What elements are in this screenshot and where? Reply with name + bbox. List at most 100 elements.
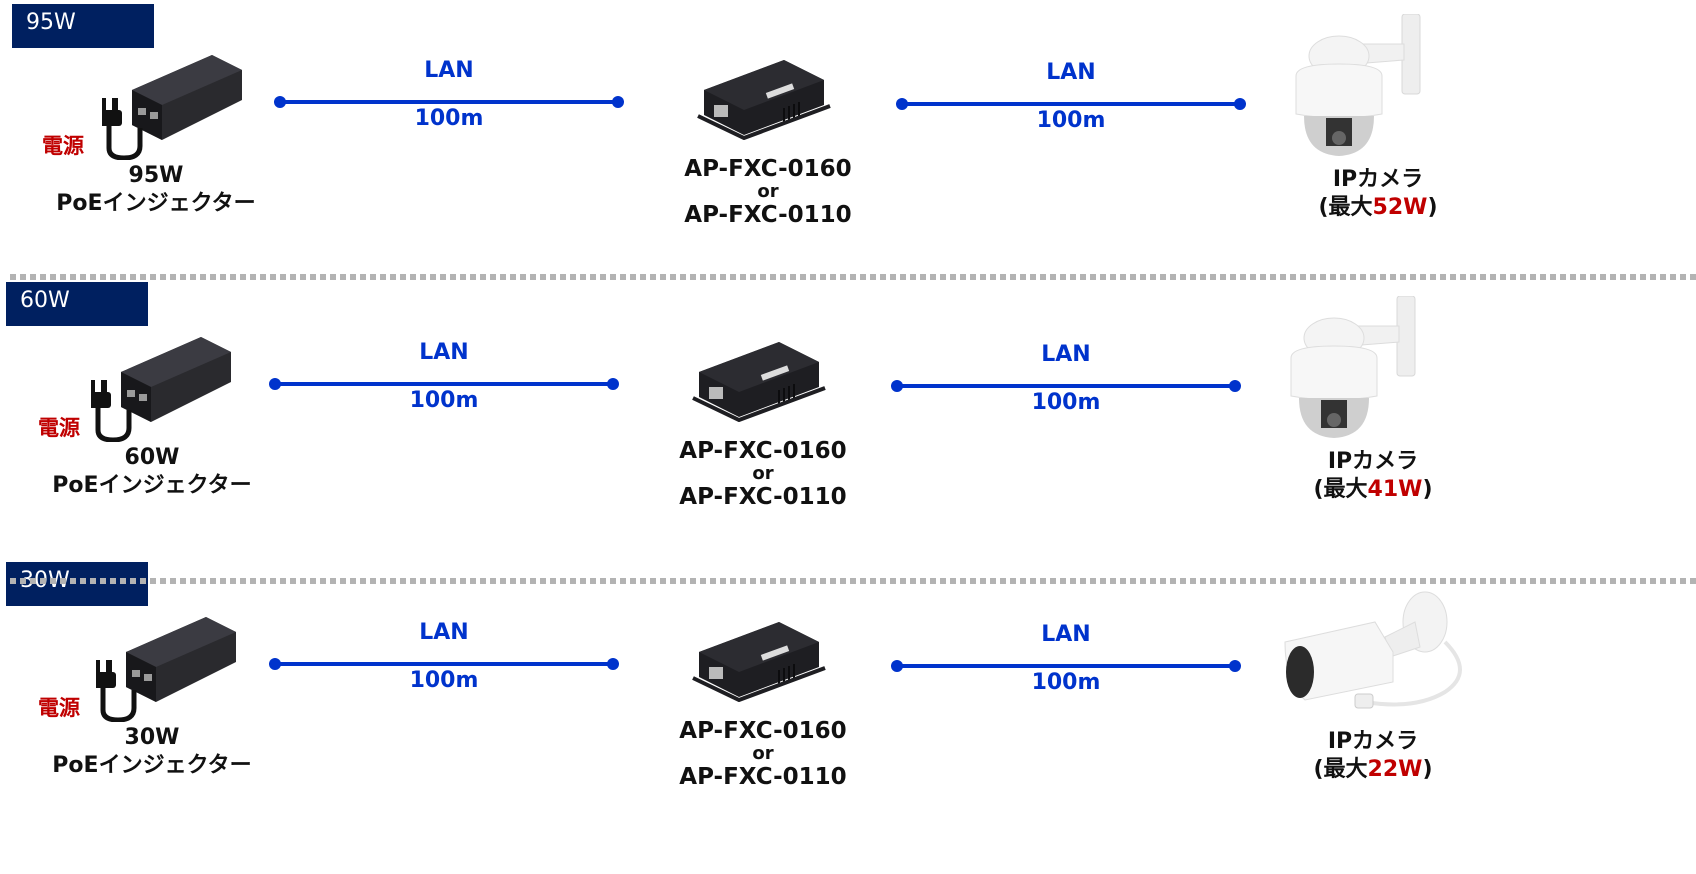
camera-name: IPカメラ <box>1327 449 1419 474</box>
lan-distance: 100m <box>414 106 484 131</box>
camera-name: IPカメラ <box>1332 167 1424 192</box>
poe-injector-image <box>91 337 231 442</box>
camera-max-prefix: (最大 <box>1313 477 1368 502</box>
link-endpoint-dot <box>269 378 281 390</box>
extender-model-b: AP-FXC-0110 <box>679 484 847 510</box>
link-endpoint-dot <box>274 96 286 108</box>
injector-caption: 95W PoEインジェクター <box>56 162 256 218</box>
injector-wattage: 30W <box>124 725 180 750</box>
lan-distance: 100m <box>409 388 479 413</box>
poe-injector-image <box>96 617 236 722</box>
link-endpoint-dot <box>269 658 281 670</box>
camera-max-prefix: (最大 <box>1313 757 1368 782</box>
camera-max-power: (最大22W) <box>1263 756 1483 784</box>
lan-label: LAN <box>419 620 469 645</box>
lan-distance: 100m <box>1036 108 1106 133</box>
camera-max-suffix: ) <box>1422 757 1433 782</box>
extender-or: or <box>752 463 774 484</box>
camera-name: IPカメラ <box>1327 729 1419 754</box>
topology-row: 60W 電源 60W PoEインジェクター LAN <box>0 282 1696 562</box>
poe-injector-image <box>102 55 242 160</box>
lan-cable-line <box>902 102 1240 106</box>
link-endpoint-dot <box>896 98 908 110</box>
lan-cable-line <box>275 382 613 386</box>
camera-max-suffix: ) <box>1427 195 1438 220</box>
lan-link-injector-extender: LAN 100m <box>269 340 619 430</box>
row-separator <box>10 578 1696 584</box>
link-endpoint-dot <box>1229 660 1241 672</box>
link-endpoint-dot <box>891 380 903 392</box>
lan-cable-line <box>897 384 1235 388</box>
lan-label: LAN <box>419 340 469 365</box>
ip-camera-image <box>1279 295 1429 450</box>
poe-extender-image <box>692 342 826 422</box>
lan-link-extender-camera: LAN 100m <box>896 60 1246 150</box>
power-plug-icon <box>102 98 143 160</box>
row-separator <box>10 274 1696 280</box>
topology-row: 95W 電源 95W PoEインジェクター LAN <box>0 0 1696 280</box>
link-endpoint-dot <box>1234 98 1246 110</box>
lan-link-extender-camera: LAN 100m <box>891 622 1241 712</box>
lan-link-injector-extender: LAN 100m <box>269 620 619 710</box>
injector-body <box>132 55 242 140</box>
injector-caption: 30W PoEインジェクター <box>52 724 252 780</box>
camera-caption: IPカメラ (最大52W) <box>1268 166 1488 222</box>
lan-distance: 100m <box>1031 390 1101 415</box>
lan-link-injector-extender: LAN 100m <box>274 58 624 148</box>
power-class-badge: 30W <box>6 562 148 606</box>
extender-model-b: AP-FXC-0110 <box>684 202 852 228</box>
camera-caption: IPカメラ (最大22W) <box>1263 728 1483 784</box>
extender-or: or <box>757 181 779 202</box>
injector-wattage: 95W <box>128 163 184 188</box>
camera-max-watt: 52W <box>1372 195 1428 220</box>
ptz-dome-camera-icon <box>1290 295 1416 438</box>
lan-label: LAN <box>1046 60 1096 85</box>
extender-model-a: AP-FXC-0160 <box>684 156 852 182</box>
extender-model-caption: AP-FXC-0160 or AP-FXC-0110 <box>648 156 888 228</box>
camera-max-power: (最大41W) <box>1263 476 1483 504</box>
lan-label: LAN <box>1041 342 1091 367</box>
injector-name: PoEインジェクター <box>56 191 256 216</box>
link-endpoint-dot <box>607 378 619 390</box>
lan-cable-line <box>280 100 618 104</box>
lan-distance: 100m <box>1031 670 1101 695</box>
injector-body <box>121 337 231 422</box>
ip-camera-image <box>1284 13 1434 168</box>
injector-caption: 60W PoEインジェクター <box>52 444 252 500</box>
lan-cable-line <box>897 664 1235 668</box>
ptz-dome-camera-icon <box>1295 13 1421 156</box>
injector-body <box>126 617 236 702</box>
power-class-badge: 60W <box>6 282 148 326</box>
link-endpoint-dot <box>891 660 903 672</box>
camera-max-watt: 41W <box>1367 477 1423 502</box>
link-endpoint-dot <box>607 658 619 670</box>
lan-label: LAN <box>424 58 474 83</box>
lan-label: LAN <box>1041 622 1091 647</box>
power-source-label: 電源 <box>42 134 84 158</box>
lan-cable-line <box>275 662 613 666</box>
power-class-badge: 95W <box>12 4 154 48</box>
ip-camera-image <box>1275 582 1475 726</box>
power-source-label: 電源 <box>38 696 80 720</box>
topology-row: 30W 電源 30W PoEインジェクター LAN <box>0 562 1696 842</box>
extender-model-a: AP-FXC-0160 <box>679 438 847 464</box>
camera-max-suffix: ) <box>1422 477 1433 502</box>
camera-caption: IPカメラ (最大41W) <box>1263 448 1483 504</box>
injector-wattage: 60W <box>124 445 180 470</box>
power-plug-icon <box>91 380 132 442</box>
lan-link-extender-camera: LAN 100m <box>891 342 1241 432</box>
extender-or: or <box>752 743 774 764</box>
extender-model-a: AP-FXC-0160 <box>679 718 847 744</box>
link-endpoint-dot <box>1229 380 1241 392</box>
link-endpoint-dot <box>612 96 624 108</box>
lan-distance: 100m <box>409 668 479 693</box>
power-source-label: 電源 <box>38 416 80 440</box>
extender-model-b: AP-FXC-0110 <box>679 764 847 790</box>
poe-extender-image <box>697 60 831 140</box>
injector-name: PoEインジェクター <box>52 753 252 778</box>
camera-max-power: (最大52W) <box>1268 194 1488 222</box>
poe-extender-image <box>692 622 826 702</box>
extender-model-caption: AP-FXC-0160 or AP-FXC-0110 <box>643 718 883 790</box>
camera-max-watt: 22W <box>1367 757 1423 782</box>
injector-name: PoEインジェクター <box>52 473 252 498</box>
